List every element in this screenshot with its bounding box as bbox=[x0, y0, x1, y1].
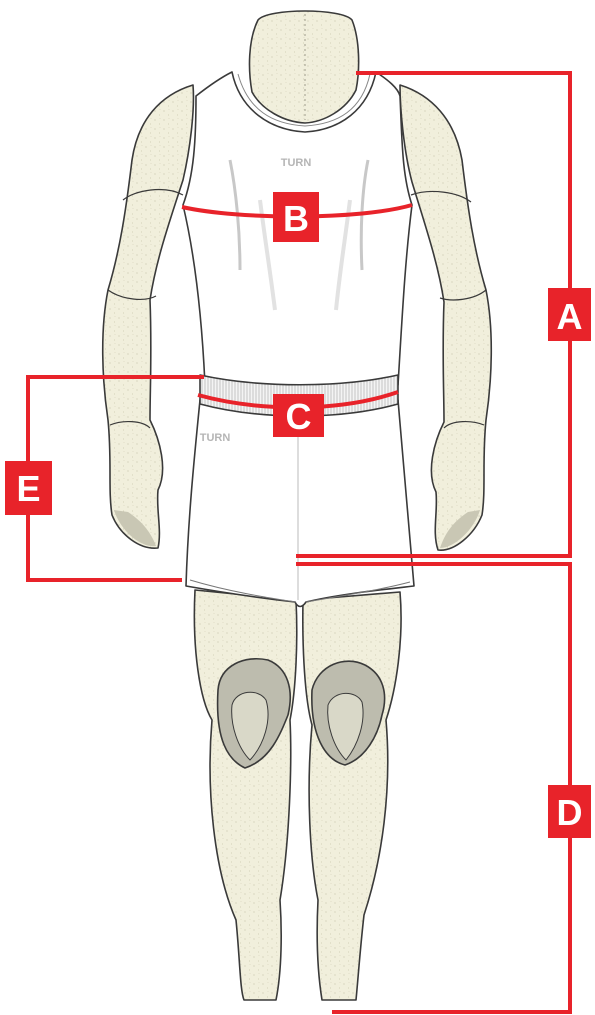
label-d: D bbox=[548, 785, 591, 838]
label-e-text: E bbox=[16, 468, 40, 509]
head bbox=[250, 11, 359, 123]
right-arm bbox=[400, 85, 491, 550]
label-b: B bbox=[273, 192, 319, 242]
shorts-brand: TURN bbox=[200, 432, 231, 444]
label-b-text: B bbox=[283, 198, 309, 239]
label-a: A bbox=[548, 288, 591, 341]
label-c-text: C bbox=[286, 396, 312, 437]
label-d-text: D bbox=[557, 792, 583, 833]
label-e: E bbox=[5, 461, 52, 515]
left-leg bbox=[194, 590, 296, 1000]
left-arm bbox=[103, 85, 194, 548]
label-a-text: A bbox=[557, 296, 583, 337]
right-leg bbox=[303, 592, 401, 1000]
singlet-brand: TURN bbox=[281, 157, 312, 169]
label-c: C bbox=[273, 394, 324, 437]
